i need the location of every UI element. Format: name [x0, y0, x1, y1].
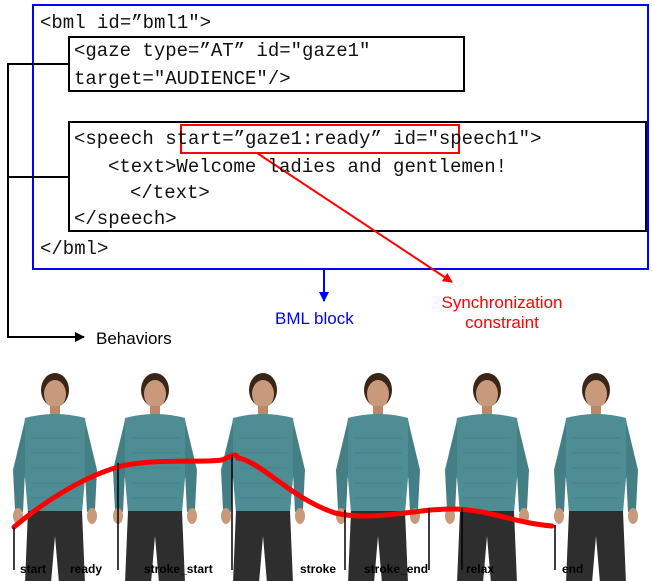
- figure-6: [553, 372, 639, 581]
- tick-label-stroke-start: stroke_start: [144, 562, 213, 576]
- tick-label-ready: ready: [70, 562, 103, 576]
- code-bml-open: <bml id=”bml1">: [40, 12, 212, 34]
- behaviors-bracket: [7, 63, 85, 342]
- tick-label-stroke: stroke: [300, 562, 337, 576]
- code-text-line: <text>Welcome ladies and gentlemen!: [108, 156, 508, 178]
- code-sync-attr: start=”gaze1:ready”: [165, 128, 382, 150]
- figure-4: [335, 372, 421, 581]
- tick-label-stroke-end: stroke_end: [364, 562, 429, 576]
- code-speech-open: <speech start=”gaze1:ready” id="speech1"…: [74, 128, 542, 150]
- tick-label-start: start: [20, 562, 47, 576]
- code-speech-close: </speech>: [74, 208, 177, 230]
- figure-3: [220, 372, 306, 581]
- sync-constraint-line2: constraint: [465, 313, 539, 332]
- sync-constraint-arrow: [256, 152, 453, 283]
- figure-2: [112, 372, 198, 581]
- sync-constraint-line1: Synchronization: [441, 293, 563, 312]
- code-speech-suffix: id="speech1">: [381, 128, 542, 150]
- sync-attr-box: [180, 124, 460, 154]
- bml-block-label: BML block: [275, 309, 354, 328]
- figure-1: [12, 372, 98, 581]
- behaviors-label: Behaviors: [96, 329, 172, 348]
- bml-block-frame: [32, 4, 649, 270]
- code-gaze-line1: <gaze type=”AT” id="gaze1": [74, 40, 371, 62]
- tick-label-end: end: [562, 562, 584, 576]
- sync-constraint-label: Synchronization constraint: [427, 293, 577, 333]
- behavior-timing-curve: [11, 452, 555, 530]
- tick-label-relax: relax: [466, 562, 495, 576]
- figure-5: [444, 372, 530, 581]
- code-bml-close: </bml>: [40, 238, 109, 260]
- code-gaze-line2: target="AUDIENCE"/>: [74, 68, 291, 90]
- code-speech-prefix: <speech: [74, 128, 166, 150]
- code-text-close: </text>: [130, 182, 210, 204]
